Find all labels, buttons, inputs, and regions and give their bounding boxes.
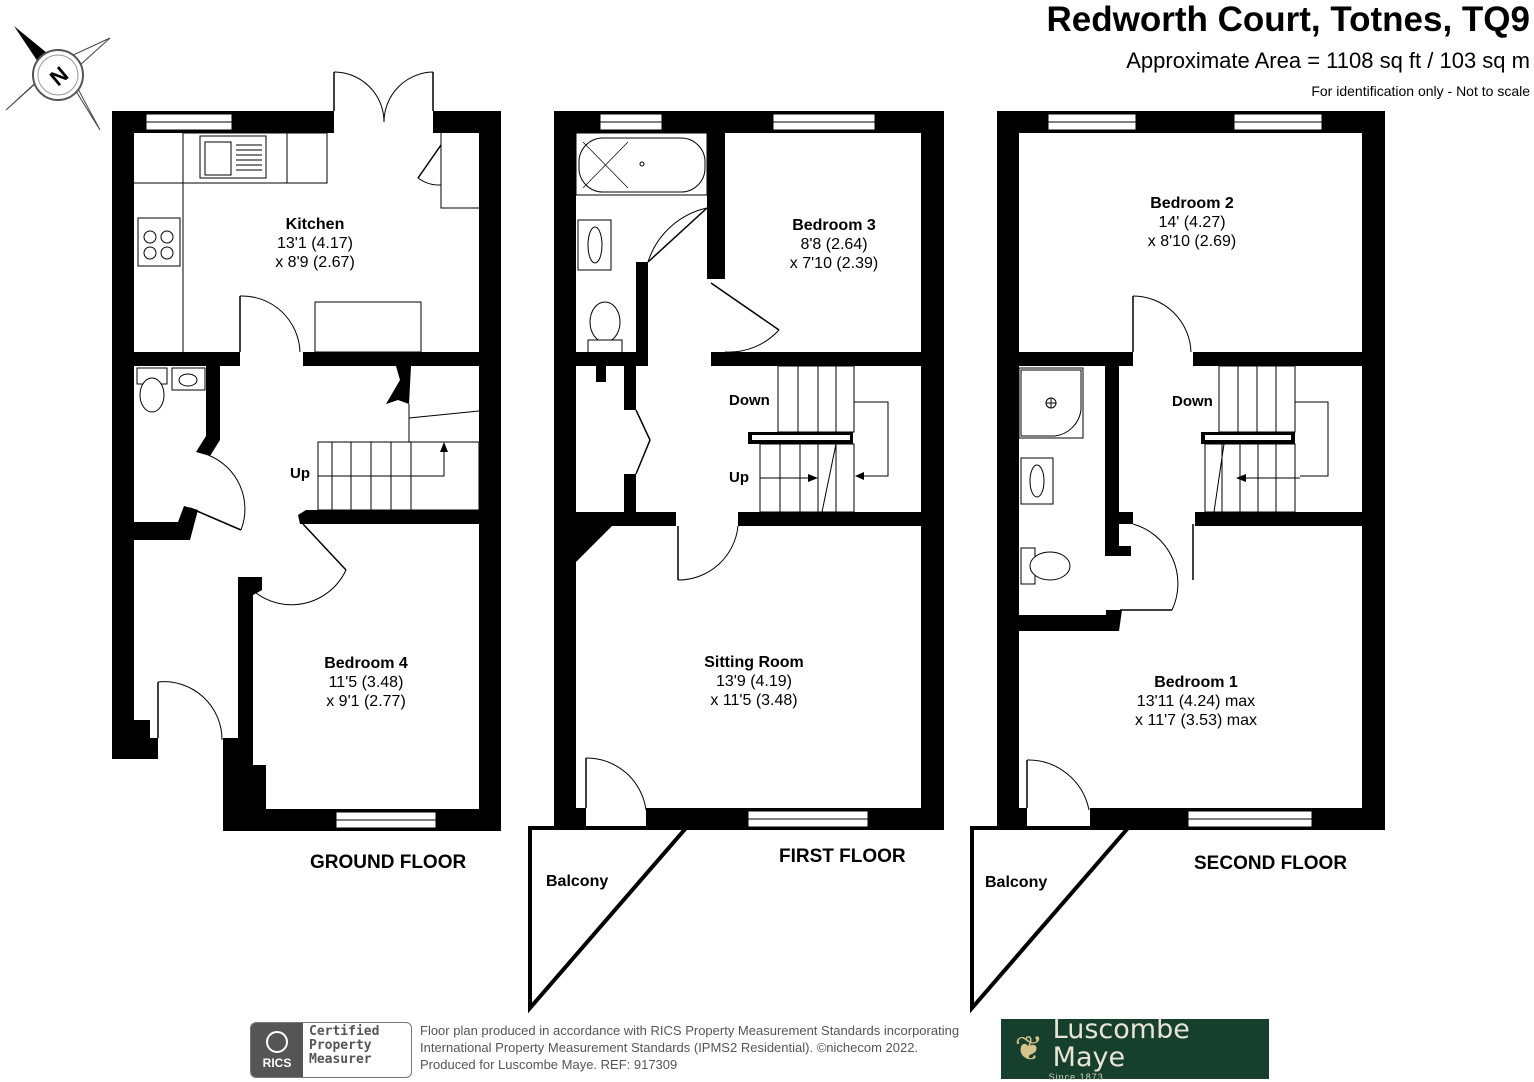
room-label-bedroom-2: Bedroom 2 14' (4.27) x 8'10 (2.69): [1148, 194, 1236, 251]
rics-logo-text: RICS: [262, 1055, 292, 1070]
stair-label-up-ground: Up: [290, 465, 310, 482]
room-label-sitting-room: Sitting Room 13'9 (4.19) x 11'5 (3.48): [704, 653, 804, 710]
room-dimension: x 7'10 (2.39): [789, 255, 879, 272]
room-name: Bedroom 3: [792, 217, 876, 234]
stair-label-down-first: Down: [729, 392, 770, 409]
stair-label-up-first: Up: [729, 469, 749, 486]
room-name: Bedroom 2: [1150, 195, 1234, 212]
second-floor-plan: [970, 111, 1385, 1014]
room-dimension: x 11'5 (3.48): [710, 692, 798, 709]
stair-label-down-second: Down: [1172, 393, 1213, 410]
floor-label-first: FIRST FLOOR: [779, 846, 906, 867]
room-dimension: x 9'1 (2.77): [326, 693, 406, 710]
luscombe-maye-logo: ❦ Luscombe Maye Since 1873: [1001, 1014, 1269, 1082]
room-name: Bedroom 1: [1154, 674, 1238, 691]
room-dimension: 13'9 (4.19): [715, 673, 792, 690]
room-label-bedroom-1: Bedroom 1 13'11 (4.24) max x 11'7 (3.53)…: [1135, 673, 1257, 730]
oak-leaf-icon: ❦: [1014, 1030, 1044, 1068]
room-dimension: 13'11 (4.24) max: [1136, 693, 1256, 710]
room-label-kitchen: Kitchen 13'1 (4.17) x 8'9 (2.67): [275, 215, 355, 272]
brand-since: Since 1873: [1048, 1072, 1104, 1082]
room-label-bedroom-4: Bedroom 4 11'5 (3.48) x 9'1 (2.77): [324, 654, 408, 711]
page-title: Redworth Court, Totnes, TQ9: [1046, 0, 1530, 39]
ground-floor-plan: [112, 71, 501, 831]
rics-certified-badge: RICS Certified Property Measurer: [250, 1022, 412, 1078]
compass-icon: N: [5, 26, 111, 131]
footer-text: Floor plan produced in accordance with R…: [420, 1022, 959, 1073]
room-name: Kitchen: [285, 216, 345, 233]
room-name: Sitting Room: [704, 654, 804, 671]
identification-note: For identification only - Not to scale: [1311, 83, 1530, 99]
balcony-label-first: Balcony: [546, 873, 609, 890]
rics-badge-line: Certified: [309, 1024, 380, 1039]
rics-badge-line: Property: [309, 1038, 372, 1053]
room-dimension: 8'8 (2.64): [800, 236, 868, 253]
room-dimension: 14' (4.27): [1158, 214, 1226, 231]
first-floor-plan: [528, 111, 944, 1014]
footer-line: Floor plan produced in accordance with R…: [420, 1023, 960, 1038]
balcony-label-second: Balcony: [985, 874, 1048, 891]
room-label-bedroom-3: Bedroom 3 8'8 (2.64) x 7'10 (2.39): [790, 216, 878, 273]
room-dimension: 13'1 (4.17): [276, 235, 353, 252]
rics-badge-line: Measurer: [309, 1052, 372, 1067]
room-dimension: x 8'9 (2.67): [275, 254, 355, 271]
brand-name: Luscombe Maye: [1052, 1014, 1190, 1073]
floor-label-second: SECOND FLOOR: [1194, 853, 1348, 874]
room-dimension: x 8'10 (2.69): [1147, 233, 1237, 250]
room-dimension: x 11'7 (3.53) max: [1135, 712, 1257, 729]
room-dimension: 11'5 (3.48): [328, 674, 404, 691]
approximate-area: Approximate Area = 1108 sq ft / 103 sq m: [1126, 48, 1530, 73]
rics-logo: RICS: [251, 1023, 303, 1077]
room-name: Bedroom 4: [324, 655, 408, 672]
footer-line: Produced for Luscombe Maye. REF: 917309: [420, 1057, 678, 1072]
footer-line: International Property Measurement Stand…: [420, 1040, 919, 1055]
floor-label-ground: GROUND FLOOR: [310, 852, 467, 873]
